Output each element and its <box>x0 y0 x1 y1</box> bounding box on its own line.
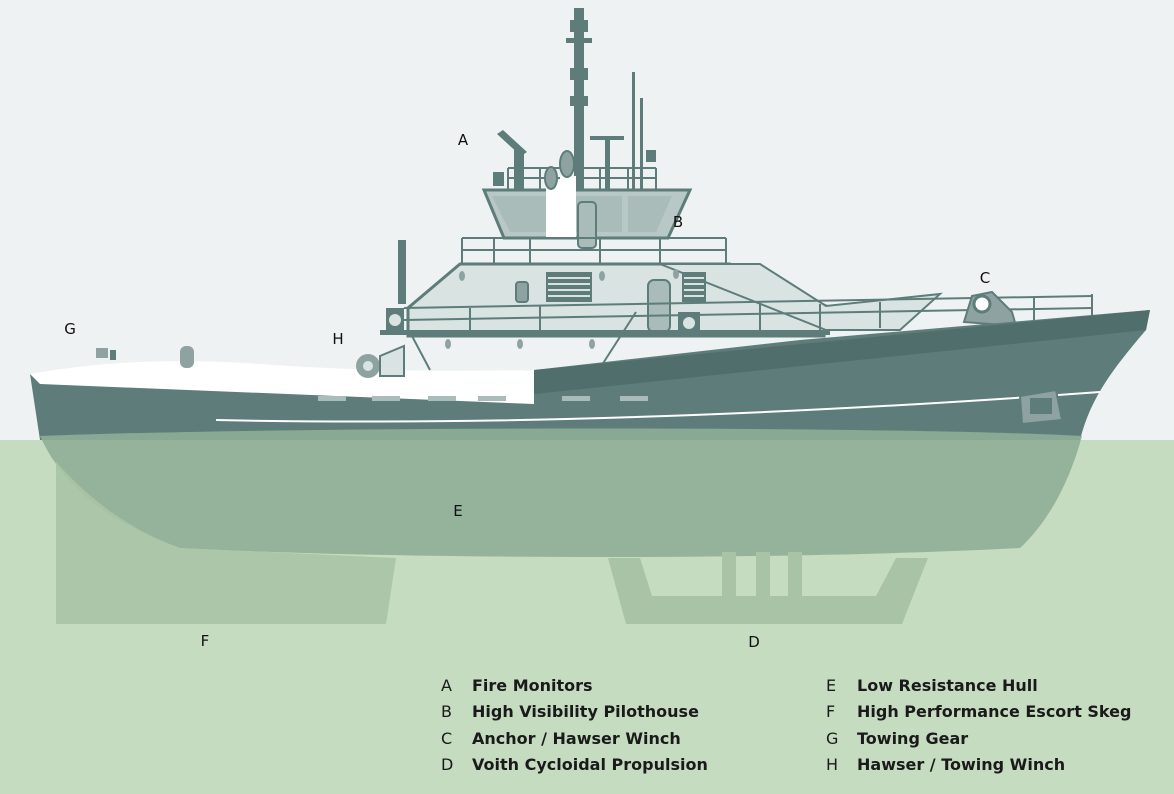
legend-label: Low Resistance Hull <box>857 675 1038 695</box>
legend-label: Anchor / Hawser Winch <box>472 728 681 748</box>
voith-propulsion <box>608 552 928 624</box>
marker-b: B <box>672 213 684 231</box>
top-rail <box>507 167 657 190</box>
legend-key: C <box>441 728 453 748</box>
aft-deck-details <box>96 344 648 401</box>
hull-underwater <box>40 428 1082 557</box>
legend-key: E <box>826 675 837 695</box>
marker-g: G <box>64 320 76 338</box>
legend-label: Voith Cycloidal Propulsion <box>472 755 708 775</box>
rub-strake <box>216 404 662 414</box>
legend-item: E Low Resistance Hull <box>826 672 1131 699</box>
legend-key: B <box>441 702 452 722</box>
mast <box>566 8 656 198</box>
legend-key: G <box>826 728 839 748</box>
legend-item: D Voith Cycloidal Propulsion <box>441 752 708 779</box>
pilothouse <box>481 150 693 249</box>
legend-key: H <box>826 755 839 775</box>
legend-item: C Anchor / Hawser Winch <box>441 725 708 752</box>
legend-label: Hawser / Towing Winch <box>857 755 1066 775</box>
aft-deck-white <box>30 361 534 404</box>
legend-right: E Low Resistance Hull F High Performance E… <box>826 672 1131 778</box>
legend-label: Fire Monitors <box>472 675 593 695</box>
hull-band <box>534 310 1150 394</box>
marker-a: A <box>457 131 469 149</box>
legend-item: H Hawser / Towing Winch <box>826 752 1131 779</box>
hull-sheer-line <box>215 391 1101 423</box>
legend-key: A <box>441 675 452 695</box>
legend-key: F <box>826 702 836 722</box>
marker-c: C <box>979 269 991 287</box>
legend-label: High Performance Escort Skeg <box>857 702 1132 722</box>
legend-item: F High Performance Escort Skeg <box>826 699 1131 726</box>
legend-item: B High Visibility Pilothouse <box>441 699 708 726</box>
fire-monitors <box>493 130 527 190</box>
legend-key: D <box>441 755 454 775</box>
bow-hawse <box>1018 388 1064 426</box>
legend-label: High Visibility Pilothouse <box>472 702 699 722</box>
legend-item: G Towing Gear <box>826 725 1131 752</box>
marker-d: D <box>748 633 760 651</box>
escort-skeg <box>56 462 396 624</box>
deck-line <box>380 330 830 335</box>
marker-h: H <box>332 330 344 348</box>
legend-item: A Fire Monitors <box>441 672 708 699</box>
marker-e: E <box>453 502 463 520</box>
legend-label: Towing Gear <box>857 728 969 748</box>
marker-f: F <box>200 632 210 650</box>
upper-rail <box>461 237 727 264</box>
legend-left: A Fire Monitors B High Visibility Pilothou… <box>441 672 708 778</box>
